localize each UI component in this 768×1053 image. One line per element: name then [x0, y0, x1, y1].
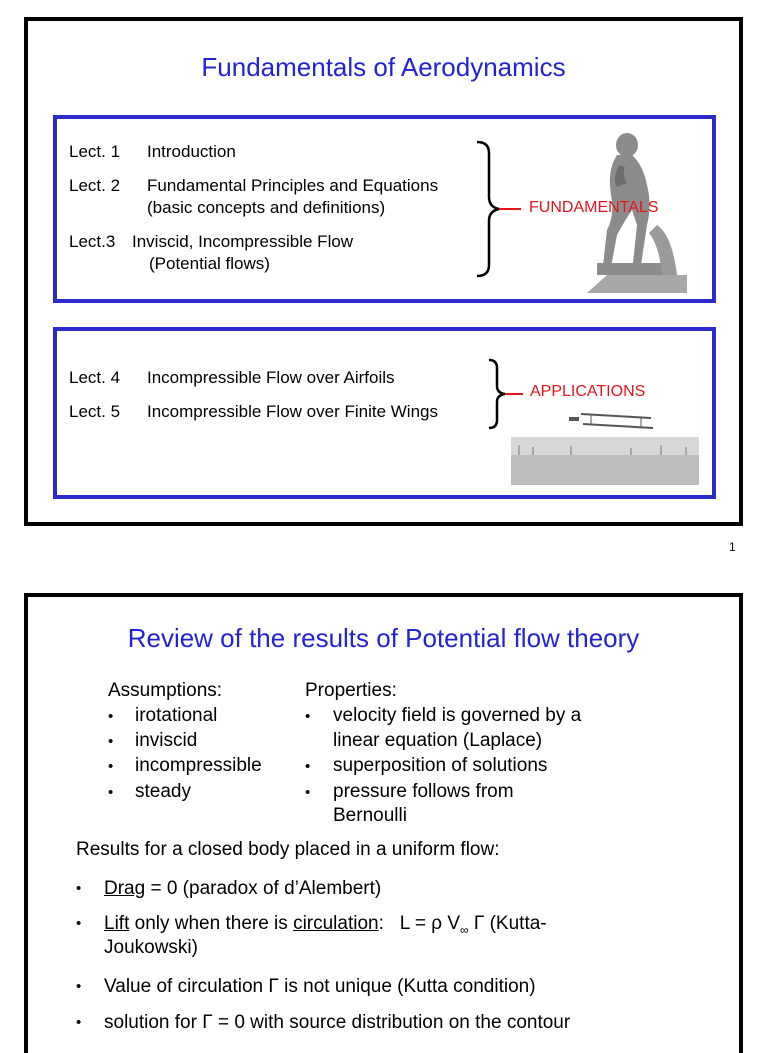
drag-rest: = 0 (paradox of d’Alembert) [145, 878, 382, 899]
applications-arrow-line [505, 393, 523, 395]
assumption-item: inviscid [135, 730, 198, 751]
fundamentals-arrow-line [499, 208, 521, 210]
lect-3-subtitle: (Potential flows) [149, 254, 270, 273]
slide-1: Fundamentals of Aerodynamics Lect. 1 Int… [24, 17, 743, 526]
kutta-joukowski-formula: L = ρ V [399, 913, 461, 934]
bullet: • [76, 915, 82, 932]
assumption-item: steady [135, 781, 191, 802]
bullet: • [305, 708, 311, 725]
lect-2-title: Fundamental Principles and Equations [147, 176, 439, 195]
infinity-subscript: ∞ [460, 922, 469, 937]
bullet: • [76, 880, 82, 897]
result-solution: solution for Γ = 0 with source distribut… [104, 1012, 571, 1033]
lift-tail: (Kutta- [484, 913, 547, 934]
property-item-cont: linear equation (Laplace) [333, 730, 543, 751]
fundamentals-box: Lect. 1 Introduction Lect. 2 Fundamental… [53, 115, 716, 303]
result-circulation: Value of circulation Γ is not unique (Ku… [104, 976, 536, 997]
lect-4-number: Lect. 4 [69, 368, 121, 387]
drag-word: Drag [104, 878, 146, 899]
lect-1-title: Introduction [147, 142, 236, 161]
bullet: • [108, 733, 114, 750]
slide-2-title: Review of the results of Potential flow … [127, 623, 640, 653]
bullet: • [305, 784, 311, 801]
lect-5-title: Incompressible Flow over Finite Wings [147, 402, 438, 421]
slide-1-title: Fundamentals of Aerodynamics [201, 52, 566, 82]
lect-3-number: Lect.3 [69, 232, 116, 251]
result-lift-cont: Joukowski) [104, 937, 198, 958]
results-heading: Results for a closed body placed in a un… [76, 839, 500, 860]
lect-2-number: Lect. 2 [69, 176, 121, 195]
result-lift: Lift only when there is circulation: L =… [104, 913, 547, 937]
bullet: • [108, 758, 114, 775]
fundamentals-label: FUNDAMENTALS [529, 199, 659, 216]
assumption-item: irotational [135, 705, 218, 726]
gamma-symbol: Γ [468, 913, 485, 934]
lect-1-number: Lect. 1 [69, 142, 121, 161]
circulation-word: circulation [293, 913, 379, 934]
property-item: superposition of solutions [333, 755, 548, 776]
wright-flyer-image [511, 413, 699, 485]
lift-mid: only when there is [129, 913, 294, 934]
bullet: • [305, 758, 311, 775]
page-number: 1 [729, 540, 736, 554]
properties-heading: Properties: [305, 680, 397, 701]
property-item-cont: Bernoulli [333, 805, 407, 826]
lect-4-title: Incompressible Flow over Airfoils [147, 368, 395, 387]
thinker-statue-image [587, 133, 687, 293]
bullet: • [108, 784, 114, 801]
lect-2-subtitle: (basic concepts and definitions) [147, 198, 386, 217]
applications-label: APPLICATIONS [530, 383, 646, 400]
assumption-item: incompressible [135, 755, 262, 776]
bullet: • [76, 978, 82, 995]
property-item: velocity field is governed by a [333, 705, 582, 726]
assumptions-heading: Assumptions: [108, 680, 223, 701]
property-item: pressure follows from [333, 781, 514, 802]
bullet: • [108, 708, 114, 725]
applications-box: Lect. 4 Incompressible Flow over Airfoil… [53, 327, 716, 499]
lect-3-title: Inviscid, Incompressible Flow [132, 232, 354, 251]
result-drag: Drag = 0 (paradox of d’Alembert) [104, 878, 381, 900]
lift-word: Lift [104, 913, 130, 934]
lect-5-number: Lect. 5 [69, 402, 121, 421]
lift-colon: : [378, 913, 384, 934]
slide-2: Review of the results of Potential flow … [24, 593, 743, 1053]
bullet: • [76, 1014, 82, 1031]
